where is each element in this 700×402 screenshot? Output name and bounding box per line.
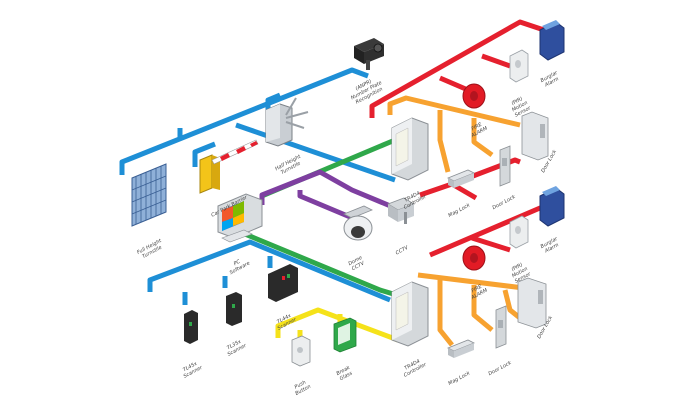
orange-cable xyxy=(387,95,541,347)
burglar-alarm-bottom-icon xyxy=(539,186,565,227)
door-lock-top-2-icon xyxy=(521,111,549,161)
door-lock-bottom-1-icon xyxy=(495,305,507,349)
break-glass-icon xyxy=(333,317,357,353)
pir-sensor-bottom-icon xyxy=(509,215,529,249)
tl44x-scanner-icon xyxy=(268,264,298,302)
anpr-camera-icon xyxy=(354,38,384,70)
mag-lock-bottom-icon xyxy=(447,339,475,358)
fire-alarm-top-icon xyxy=(462,83,486,109)
door-lock-top-1-icon xyxy=(499,145,511,187)
purple-cable xyxy=(259,169,401,225)
car-park-barrier-icon xyxy=(199,139,259,194)
full-height-turnstile-icon xyxy=(131,163,167,227)
cctv-camera-icon xyxy=(387,197,415,224)
mag-lock-top-icon xyxy=(447,169,475,188)
dome-cctv-icon xyxy=(343,205,373,241)
half-height-turnstile-icon xyxy=(265,97,309,147)
pir-sensor-top-icon xyxy=(509,49,529,83)
blue-cable xyxy=(119,67,396,305)
tl45x-scanner-icon xyxy=(184,310,198,344)
door-lock-bottom-2-icon xyxy=(517,277,547,329)
burglar-alarm-top-icon xyxy=(539,20,565,61)
pc-icon xyxy=(217,193,263,243)
controller-top-icon xyxy=(391,117,429,181)
push-button-icon xyxy=(291,335,311,367)
fire-alarm-bottom-icon xyxy=(462,245,486,271)
tl35x-scanner-icon xyxy=(226,292,242,326)
controller-bottom-icon xyxy=(391,281,429,347)
